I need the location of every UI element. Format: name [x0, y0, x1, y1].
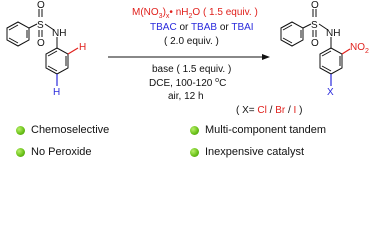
feature-label: Chemoselective	[31, 124, 110, 136]
product-phenyl-ring	[280, 21, 304, 47]
feature-list: Chemoselective Multi-component tandem No…	[8, 118, 370, 162]
reactant-atom-o-bottom: O	[37, 38, 45, 49]
reactant-atom-nh: NH	[52, 28, 66, 39]
reactant-atom-h-ortho: H	[79, 42, 86, 53]
feature-label: Inexpensive catalyst	[205, 146, 305, 158]
feature-item: Multi-component tandem	[190, 124, 326, 136]
feature-label: No Peroxide	[31, 146, 92, 158]
product-atom-nh: NH	[326, 28, 340, 39]
reactant-atom-o-top: O	[37, 0, 45, 11]
reactant-ring-s-bond	[28, 23, 38, 29]
product-s-n-bond	[318, 23, 329, 31]
feature-item: Inexpensive catalyst	[190, 146, 304, 158]
reaction-arrow-head	[262, 54, 270, 60]
condition-base: base ( 1.5 equiv. )	[152, 64, 231, 75]
reactant-atom-h-para: H	[53, 87, 60, 98]
product-aniline-ring	[319, 47, 343, 75]
bullet-dot-icon	[190, 125, 199, 135]
reactant-aniline-ring	[45, 47, 69, 75]
reactant-phenyl-ring	[6, 21, 30, 47]
product-atom-s: S	[311, 20, 318, 31]
reactant-ortho-ch-bond	[67, 47, 79, 55]
product-nitro-group: NO2	[350, 42, 369, 55]
feature-item: No Peroxide	[16, 146, 92, 158]
product-ring-s-bond	[302, 23, 312, 29]
product-c-no2-bond	[341, 48, 351, 55]
bullet-dot-icon	[16, 125, 25, 135]
feature-label: Multi-component tandem	[205, 124, 327, 136]
condition-halide-source: TBAC or TBAB or TBAI	[150, 22, 254, 33]
product-atom-o-bottom: O	[311, 38, 319, 49]
bullet-dot-icon	[190, 147, 199, 157]
condition-halide-equiv: ( 2.0 equiv. )	[164, 36, 219, 47]
condition-nitrate-source: M(NO3)x• nH2O ( 1.5 equiv. )	[132, 7, 258, 20]
x-definition: ( X= Cl / Br / I )	[236, 105, 302, 116]
condition-solvent-temperature: DCE, 100-120 oC	[149, 77, 226, 89]
feature-item: Chemoselective	[16, 124, 109, 136]
reactant-s-n-bond	[44, 23, 55, 31]
condition-atmosphere-time: air, 12 h	[168, 91, 204, 102]
reactant-atom-s: S	[37, 20, 44, 31]
bullet-dot-icon	[16, 147, 25, 157]
product-atom-o-top: O	[311, 0, 319, 11]
product-atom-x: X	[327, 87, 334, 98]
reaction-scheme: S O O NH H H M(NO3)x• nH2O ( 1.5 equiv. …	[6, 0, 369, 116]
